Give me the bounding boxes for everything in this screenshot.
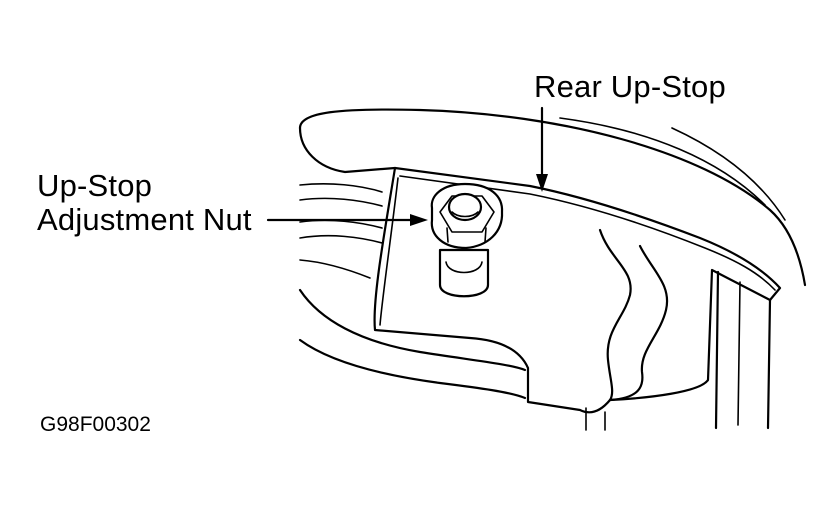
adjustment-nut-label: Up-Stop Adjustment Nut [37,169,252,237]
up-stop-adjustment-nut [430,182,504,250]
adjustment-slot [438,248,490,298]
adjustment-nut-label-line1: Up-Stop [37,168,153,203]
figure-id: G98F00302 [40,413,151,436]
frame-rail [298,108,807,287]
tire-arcs [298,183,527,400]
rear-up-stop-label: Rear Up-Stop [534,69,726,104]
adjustment-nut-label-line2: Adjustment Nut [37,202,252,237]
rear-up-stop-leader [536,106,548,192]
adjustment-nut-leader [266,214,428,226]
